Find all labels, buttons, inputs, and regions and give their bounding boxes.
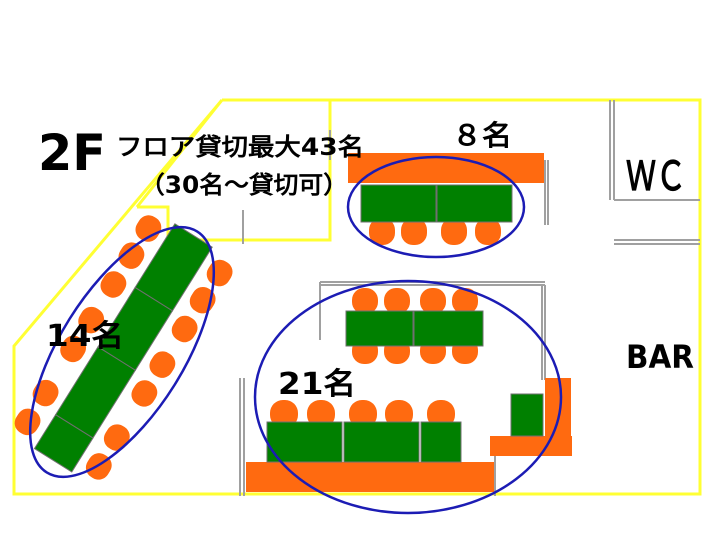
chair: [352, 288, 378, 314]
chair: [149, 351, 176, 378]
chair: [14, 408, 41, 436]
chair: [401, 218, 427, 245]
table: [266, 421, 343, 463]
left-area: [14, 215, 233, 480]
side-counter-base: [490, 436, 572, 456]
chair: [118, 242, 145, 269]
wc-label: ＷＣ: [626, 154, 686, 200]
bench-bar: [246, 462, 494, 492]
chair: [189, 286, 216, 314]
chair: [420, 288, 446, 314]
chair: [206, 259, 233, 287]
bar-label: BAR: [626, 338, 694, 376]
partitions: [239, 100, 700, 496]
floor-label: 2F: [38, 124, 106, 182]
chair: [171, 315, 198, 343]
chair: [103, 424, 130, 451]
center-area-capacity: 21名: [278, 367, 356, 402]
chair: [452, 288, 478, 314]
table: [436, 184, 513, 223]
chair: [441, 218, 467, 245]
table: [510, 393, 544, 437]
diagonal-inner-wall: [135, 99, 224, 208]
top-area: [346, 153, 544, 259]
table: [343, 421, 420, 463]
group-outline: [28, 225, 216, 479]
table: [360, 184, 437, 223]
chair: [349, 400, 377, 428]
chair: [131, 380, 158, 407]
top-area-capacity: ８名: [452, 119, 512, 152]
chair: [307, 400, 335, 428]
chair: [369, 218, 395, 245]
left-area-capacity: 14名: [46, 319, 124, 354]
floor-title: フロア貸切最大43名: [116, 133, 364, 161]
outer-wall: [12, 98, 702, 496]
chair: [78, 306, 105, 334]
side-counter: [545, 378, 571, 438]
group-outline: [253, 279, 563, 515]
table: [134, 223, 213, 312]
chair: [384, 288, 410, 314]
floor-subtitle: （30名～貸切可）: [140, 171, 348, 199]
chair: [100, 271, 127, 298]
chair: [427, 400, 455, 428]
chair: [135, 215, 162, 242]
chair: [385, 400, 413, 428]
chair: [60, 335, 87, 363]
table: [420, 421, 462, 463]
center-area: [246, 279, 572, 515]
chair: [475, 218, 501, 245]
chair: [270, 400, 298, 428]
table: [413, 310, 484, 347]
group-outline: [346, 155, 526, 259]
table: [345, 310, 414, 347]
